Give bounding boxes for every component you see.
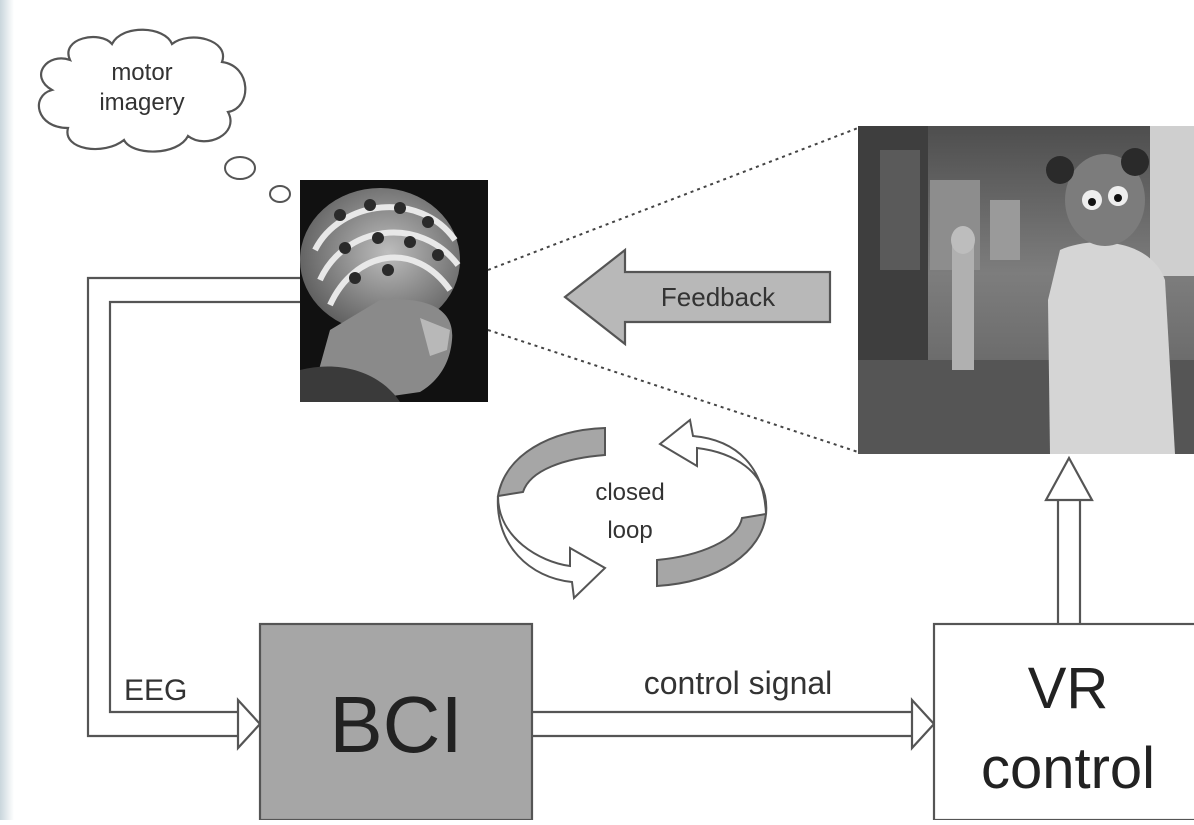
closed-loop-line-2: loop <box>607 517 652 544</box>
closed-loop-line-1: closed <box>595 479 664 506</box>
bci-box: BCI <box>258 622 534 822</box>
bci-label: BCI <box>329 680 462 769</box>
left-edge-tint <box>0 0 14 820</box>
vr-label-line-2: control <box>981 736 1155 801</box>
eeg-head-photo <box>300 180 488 402</box>
projection-line-top <box>487 127 859 271</box>
closed-loop-symbol: closed loop <box>496 418 768 601</box>
projection-line-bottom <box>487 329 859 453</box>
vr-control-box: VR control <box>932 622 1194 822</box>
thought-line-2: imagery <box>99 89 184 116</box>
eeg-label: EEG <box>124 674 187 707</box>
vr-label-line-1: VR <box>1028 656 1109 721</box>
feedback-label: Feedback <box>661 282 776 312</box>
feedback-arrow: Feedback <box>563 247 832 347</box>
vr-scene-photo <box>858 126 1194 454</box>
eeg-connector <box>86 276 300 751</box>
control-signal-label: control signal <box>644 665 833 701</box>
vr-up-arrow <box>1044 455 1094 624</box>
control-signal-connector <box>532 697 936 751</box>
thought-line-1: motor <box>111 59 172 86</box>
thought-cloud: motor imagery <box>37 28 291 203</box>
